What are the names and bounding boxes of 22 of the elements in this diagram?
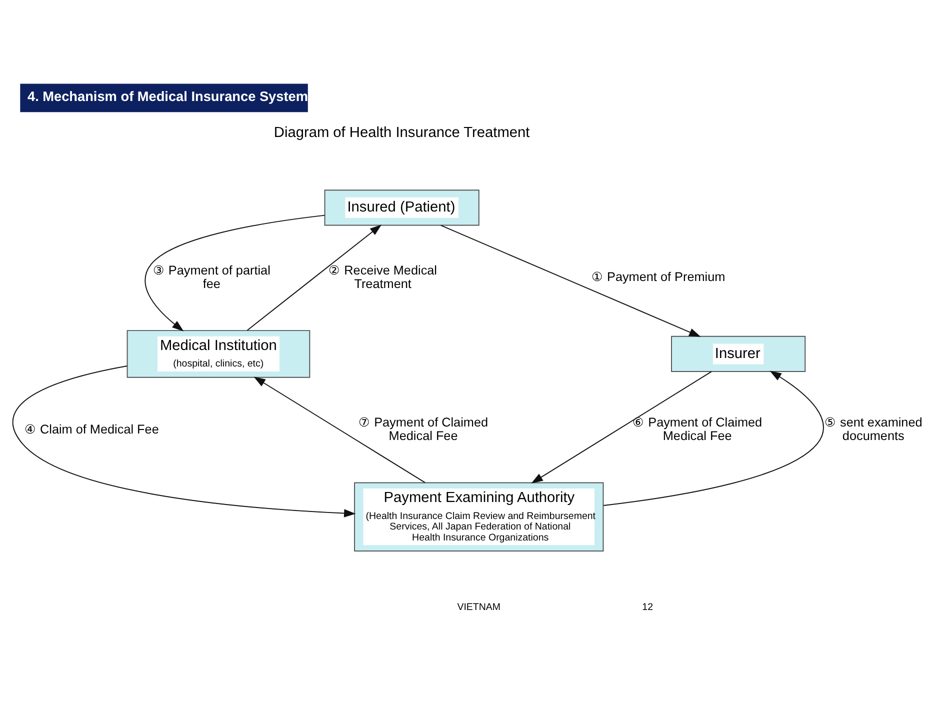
edge-label: ② Receive Medical Treatment <box>328 263 438 292</box>
edge-label: ③ Payment of partial fee <box>152 263 270 292</box>
label: VIETNAM <box>457 602 501 613</box>
arrow <box>531 371 712 484</box>
label: Diagram of Health Insurance Treatment <box>274 124 530 141</box>
node-box: Medical Institution (hospital, clinics, etc) <box>126 330 310 378</box>
arrow <box>246 224 382 331</box>
arrow <box>144 214 326 332</box>
edge-label: ⑥ Payment of Claimed Medical Fee <box>632 416 762 444</box>
diagram-title: 4. Mechanism of Medical Insurance System <box>27 89 308 104</box>
edge-label: ④ Claim of Medical Fee <box>24 422 159 436</box>
node-box: Insured (Patient) <box>324 190 480 226</box>
arrow <box>254 376 426 484</box>
node-box: Insurer <box>671 336 806 372</box>
label: 12 <box>642 602 654 613</box>
edge-label: ① Payment of Premium <box>591 270 726 284</box>
arrow <box>440 224 701 337</box>
node-box: Payment Examining Authority (Health Insurance Claim Review and Reimbursement Services, All Japan Federation of National Health Insurance Organizations <box>354 482 604 552</box>
arrow <box>12 366 356 518</box>
edge-label: ⑦ Payment of Claimed Medical Fee <box>358 416 488 444</box>
arrow <box>603 370 824 506</box>
edge-label: ⑤ sent examined documents <box>824 416 922 444</box>
